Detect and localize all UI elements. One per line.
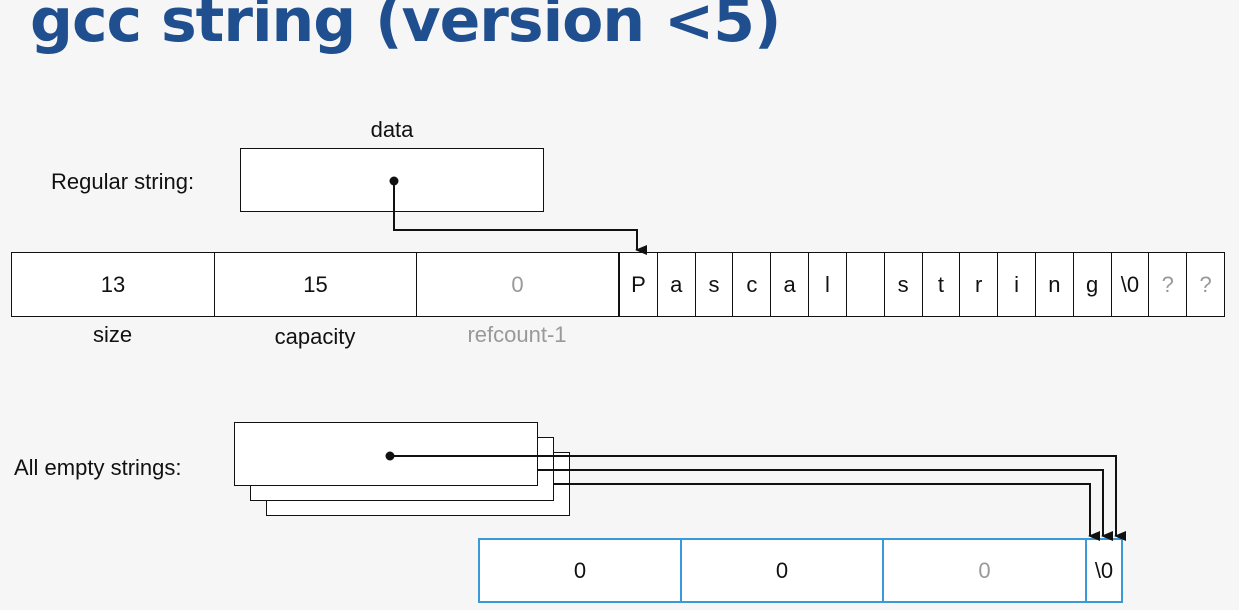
char-cell: l — [809, 253, 847, 316]
regular-string-label: Regular string: — [51, 169, 195, 194]
char-cell: \0 — [1112, 253, 1150, 316]
refcount-cell: 0 — [417, 253, 619, 316]
capacity-label: capacity — [274, 324, 356, 349]
char-cell: n — [1036, 253, 1074, 316]
string-object-box — [240, 148, 544, 212]
size-label: size — [92, 322, 133, 347]
char-cell — [847, 253, 885, 316]
char-cell: ? — [1149, 253, 1188, 316]
slide-title: gcc string (version <5) — [30, 0, 781, 56]
empty-pointer-line-2 — [538, 469, 1113, 541]
capacity-cell: 15 — [215, 253, 417, 316]
char-cell: a — [658, 253, 696, 316]
char-cell: r — [960, 253, 999, 316]
char-cell: t — [923, 253, 961, 316]
empty-strings-label: All empty strings: — [14, 455, 182, 480]
char-cell: s — [885, 253, 923, 316]
empty-pointer-line-3 — [554, 483, 1100, 541]
char-cell: s — [696, 253, 734, 316]
empty-rep: 0 0 0 \0 — [478, 538, 1123, 603]
refcount-label: refcount-1 — [467, 322, 567, 347]
empty-refcount-cell: 0 — [884, 540, 1087, 601]
empty-capacity-cell: 0 — [682, 540, 884, 601]
empty-string-object-1 — [234, 422, 538, 486]
char-cell: g — [1074, 253, 1112, 316]
size-cell: 13 — [12, 253, 215, 316]
char-cell: i — [998, 253, 1036, 316]
char-cell: P — [620, 253, 658, 316]
empty-terminator-cell: \0 — [1094, 557, 1114, 583]
data-field-label: data — [370, 117, 414, 142]
char-cell: a — [771, 253, 810, 316]
char-cell: c — [733, 253, 772, 316]
char-cell: ? — [1199, 271, 1212, 297]
empty-size-cell: 0 — [480, 540, 682, 601]
